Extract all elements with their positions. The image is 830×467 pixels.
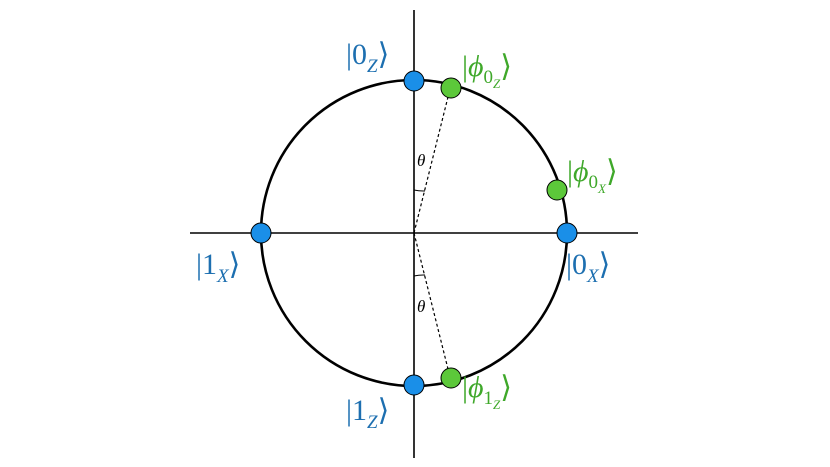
theta-label-top: θ (417, 151, 425, 170)
label-phi-zero-x: |ϕ0X⟩ (567, 155, 618, 196)
label-zero-x: |0X⟩ (566, 248, 610, 287)
dashed-line-phi-one-z (413, 232, 451, 378)
state-point-one-x (250, 222, 272, 244)
state-point-phi-zero-x (546, 179, 568, 201)
label-zero-z: |0Z⟩ (346, 38, 389, 77)
state-point-zero-x (556, 222, 578, 244)
label-one-x: |1X⟩ (196, 248, 240, 287)
state-point-phi-zero-z (440, 77, 462, 99)
label-phi-zero-z: |ϕ0Z⟩ (462, 50, 512, 91)
state-point-phi-one-z (440, 367, 462, 389)
label-one-z: |1Z⟩ (346, 394, 389, 433)
theta-label-bottom: θ (417, 297, 425, 316)
dashed-line-phi-zero-z (413, 88, 451, 234)
angle-arc-top (413, 189, 426, 192)
label-phi-one-z: |ϕ1Z⟩ (462, 371, 512, 412)
state-point-one-z (403, 374, 425, 396)
state-point-zero-z (403, 70, 425, 92)
angle-arc-bottom (413, 274, 426, 277)
